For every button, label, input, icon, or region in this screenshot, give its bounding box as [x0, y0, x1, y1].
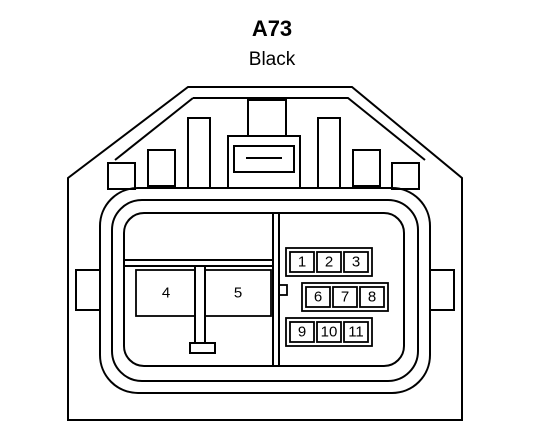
- pin-label-1: 1: [298, 254, 306, 271]
- cavity-group-row-3: [285, 317, 373, 347]
- top-block-left-inner: [147, 149, 176, 187]
- cavity-group-row-2: [301, 282, 389, 312]
- cavity-group-row-1: [285, 247, 373, 277]
- connector-color-label: Black: [248, 49, 296, 70]
- seal-outer: [99, 187, 431, 394]
- ear-left: [75, 269, 101, 311]
- cavity-10: [316, 321, 342, 343]
- pin-label-9: 9: [298, 324, 306, 341]
- pin-label-3: 3: [352, 254, 360, 271]
- latch-tab-left: [187, 117, 211, 189]
- pin-label-5: 5: [234, 285, 242, 302]
- cavity-1: [289, 251, 315, 273]
- top-block-right-outer: [391, 162, 420, 190]
- cavity-field: [123, 212, 405, 367]
- cavity-8: [359, 286, 385, 308]
- seal-inner: [111, 199, 419, 382]
- top-block-left-outer: [107, 162, 136, 190]
- pin-label-4: 4: [162, 285, 170, 302]
- latch-contour: [193, 97, 426, 161]
- cavity-2: [316, 251, 342, 273]
- cavity-7: [332, 286, 358, 308]
- pin-label-11: 11: [348, 324, 364, 341]
- divider-key: [278, 284, 288, 296]
- cavity-4: [135, 269, 196, 317]
- pin-label-2: 2: [325, 254, 333, 271]
- latch-center: [227, 135, 301, 189]
- t-divider: [194, 266, 206, 343]
- housing-outline: [67, 86, 463, 421]
- pin-label-8: 8: [368, 289, 376, 306]
- latch-tab-right: [317, 117, 341, 189]
- center-divider: [272, 213, 280, 293]
- pin-label-6: 6: [314, 289, 322, 306]
- cavity-6: [305, 286, 331, 308]
- cavity-3: [343, 251, 369, 273]
- pin-label-10: 10: [321, 324, 338, 341]
- ear-right: [429, 269, 455, 311]
- latch-center-top: [247, 99, 287, 137]
- pin-label-7: 7: [341, 289, 349, 306]
- top-block-right-inner: [352, 149, 381, 187]
- left-cavity-block: [124, 260, 273, 320]
- cavity-11: [343, 321, 369, 343]
- connector-title: A73: [251, 16, 293, 41]
- cavity-5: [204, 269, 272, 317]
- cavity-9: [289, 321, 315, 343]
